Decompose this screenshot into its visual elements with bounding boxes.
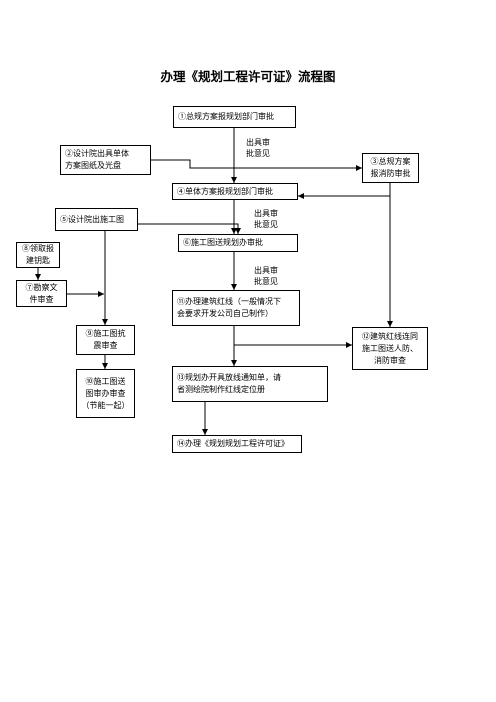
node-3: ③总规方案 报消防审批 <box>362 153 419 183</box>
node-14: ⑭办理《规划规划工程许可证》 <box>172 435 302 453</box>
node-12: ⑫建筑红线连同 施工图送人防、 消防审查 <box>352 327 428 370</box>
node-10: ⑩施工图送 图审办审查 （节能一起） <box>76 369 135 418</box>
node-4: ④单体方案报规划部门审批 <box>172 183 298 200</box>
node-5: ⑤设计院出施工图 <box>55 208 138 231</box>
edge-2-to-3 <box>151 159 362 171</box>
node-11: ⑪办理建筑红线（一般情况下 会要求开发公司自己制作） <box>172 290 300 326</box>
node-2: ②设计院出具单体 方案图纸及光盘 <box>60 145 151 175</box>
edge-label-approval-3: 出具审 批意见 <box>254 266 278 286</box>
edge-11-to-12 <box>233 326 352 348</box>
node-13: ⑬规划办开具放线通知单，请 省测绘院制作红线定位册 <box>172 366 328 402</box>
node-6: ⑥施工图送规划办审批 <box>178 234 298 252</box>
page-title: 办理《规划工程许可证》流程图 <box>160 69 336 84</box>
node-9: ⑨施工图抗 震审查 <box>76 325 135 355</box>
node-7: ⑦勘察文 件审查 <box>16 280 67 307</box>
edge-label-approval-2: 出具审 批意见 <box>254 209 278 229</box>
node-1: ①总规方案报规划部门审批 <box>173 106 296 128</box>
edge-label-approval-1: 出具审 批意见 <box>246 138 270 158</box>
node-8: ⑧领取报 建钥匙 <box>16 242 60 268</box>
edge-3-to-4 <box>298 183 391 199</box>
edge-5-to-6 <box>138 223 241 234</box>
